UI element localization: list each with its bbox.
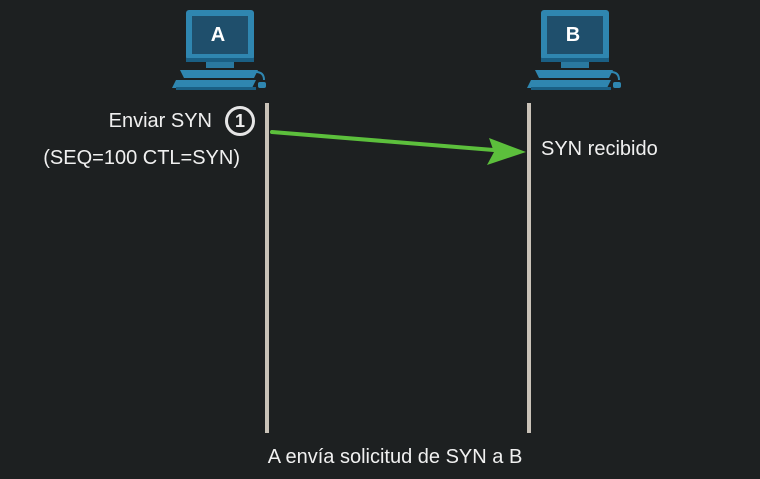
timeline-a — [265, 103, 269, 433]
host-b: B — [525, 8, 621, 92]
step-number-badge: 1 — [225, 106, 255, 136]
timeline-b — [527, 103, 531, 433]
host-a-letter: A — [210, 24, 226, 46]
computer-icon — [172, 10, 266, 90]
send-syn-label: Enviar SYN — [108, 110, 212, 132]
syn-arrow-line — [270, 130, 508, 153]
diagram-caption: A envía solicitud de SYN a B — [267, 446, 523, 468]
host-a: A — [170, 8, 266, 92]
segment-fields-label: (SEQ=100 CTL=SYN) — [43, 147, 240, 169]
syn-arrow-head — [487, 138, 526, 165]
syn-received-label: SYN recibido — [541, 138, 658, 160]
host-b-letter: B — [565, 24, 581, 46]
computer-icon — [527, 10, 621, 90]
